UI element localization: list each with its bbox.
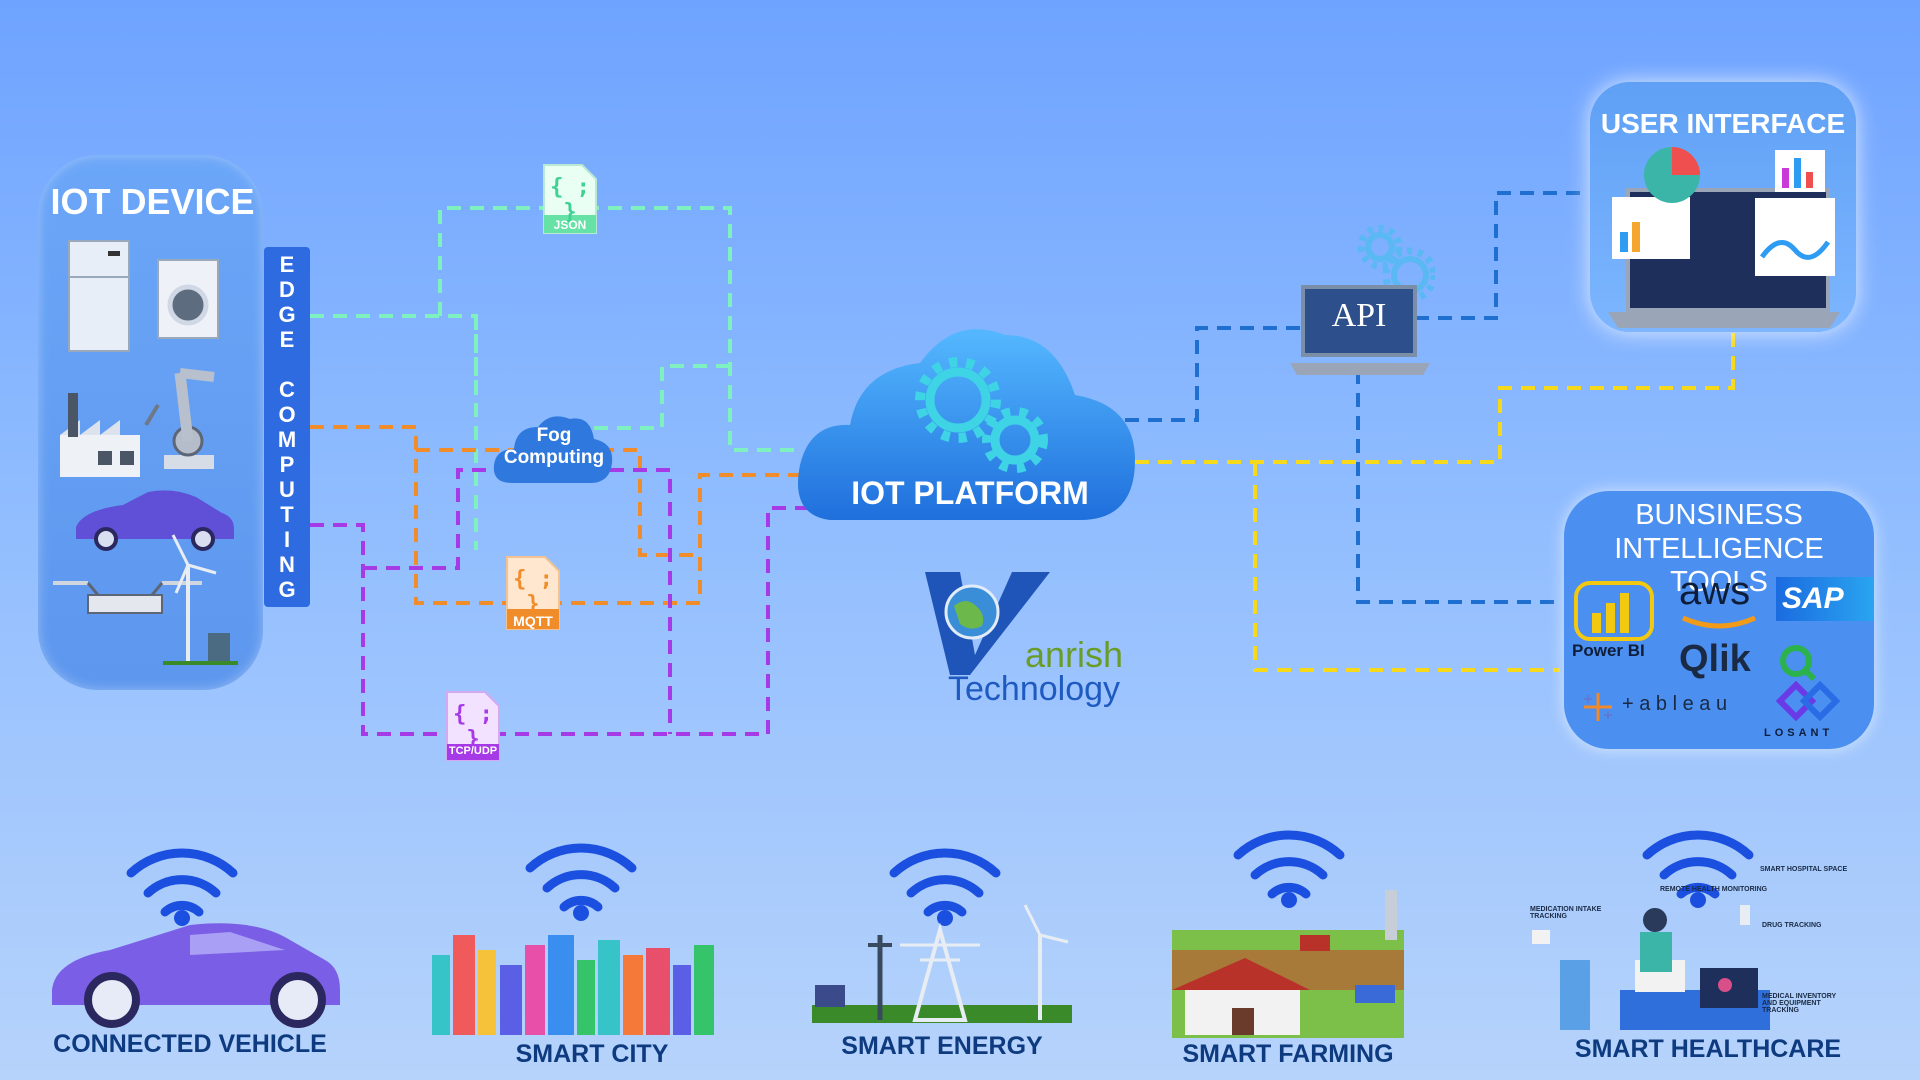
mqtt-label: MQTT bbox=[513, 613, 553, 629]
edge-letter: G bbox=[278, 302, 296, 327]
iot-device-title: IOT DEVICE bbox=[50, 181, 255, 222]
platform-api-line bbox=[1125, 326, 1310, 422]
label-smart-energy: SMART ENERGY bbox=[841, 1032, 1043, 1060]
edge-letter: P bbox=[279, 452, 295, 477]
platform-cloud-icon bbox=[798, 329, 1135, 520]
json-file-icon: { ; } JSON bbox=[542, 163, 598, 240]
api-bi-line bbox=[1356, 370, 1560, 604]
user-interface-title: USER INTERFACE bbox=[1600, 108, 1846, 139]
wifi-icon bbox=[1233, 830, 1345, 899]
tcp-file-icon: { ; } TCP/UDP bbox=[445, 690, 501, 767]
tcp-label: TCP/UDP bbox=[448, 745, 498, 757]
edge-letter: G bbox=[278, 577, 296, 602]
fog-computing-cloud: Fog Computing bbox=[490, 405, 618, 487]
label-smart-healthcare: SMART HEALTHCARE bbox=[1574, 1035, 1842, 1063]
qlik-q-icon bbox=[1780, 645, 1817, 682]
drone-icon bbox=[53, 581, 202, 614]
smart-energy-icon bbox=[812, 904, 1072, 1023]
edge-computing-bar: E D G E C O M P U T I N G bbox=[264, 247, 310, 607]
sap-label: SAP bbox=[1776, 577, 1874, 621]
tcp-glyph: { ; } bbox=[453, 702, 493, 752]
tcp-line bbox=[310, 506, 815, 736]
tableau-label: + a b l e a u bbox=[1622, 693, 1728, 715]
iot-platform-title: IOT PLATFORM bbox=[851, 475, 1089, 511]
connected-vehicle-icon bbox=[52, 923, 340, 1028]
json-label: JSON bbox=[553, 218, 587, 232]
iot-device-panel: IOT DEVICE bbox=[38, 155, 263, 690]
api-label: API bbox=[1331, 297, 1387, 334]
fog-label-2: Computing bbox=[503, 447, 605, 468]
bi-title-2: INTELLIGENCE TOOLS bbox=[1614, 533, 1824, 598]
hc-label-remote: REMOTE HEALTH MONITORING bbox=[1660, 886, 1768, 893]
edge-letter: N bbox=[279, 552, 295, 577]
logo-word-2: Technology bbox=[948, 670, 1121, 708]
device-icons bbox=[53, 240, 238, 665]
edge-letter: I bbox=[283, 527, 291, 552]
powerbi-icon bbox=[1574, 581, 1654, 641]
washing-machine-icon bbox=[157, 259, 219, 339]
json-glyph: { ; } bbox=[550, 175, 590, 225]
wifi-icon bbox=[126, 848, 238, 917]
laptop-icon bbox=[1290, 224, 1438, 375]
dashboard-laptop-icon bbox=[1608, 147, 1840, 328]
hc-label-hospital: SMART HOSPITAL SPACE bbox=[1760, 866, 1848, 873]
qlik-label: Qlik bbox=[1679, 638, 1751, 680]
label-connected-vehicle: CONNECTED VEHICLE bbox=[53, 1030, 327, 1058]
label-smart-farming: SMART FARMING bbox=[1182, 1040, 1394, 1068]
edge-letter: E bbox=[279, 327, 295, 352]
label-smart-city: SMART CITY bbox=[515, 1040, 669, 1068]
cloud-icon bbox=[493, 416, 613, 483]
api-laptop: API bbox=[1285, 224, 1438, 375]
platform-ui-line bbox=[1135, 332, 1735, 464]
platform-bi-line bbox=[1253, 462, 1560, 672]
tcp-line-2 bbox=[363, 468, 672, 734]
wifi-icon bbox=[525, 843, 637, 912]
tableau-icon bbox=[1584, 693, 1612, 721]
iot-platform-cloud: IOT PLATFORM bbox=[790, 315, 1140, 525]
bi-title-1: BUNSINESS bbox=[1635, 499, 1803, 531]
smart-city-icon bbox=[432, 935, 714, 1035]
vanrish-logo: anrish Technology bbox=[920, 570, 1124, 715]
logo-mark bbox=[925, 572, 1050, 675]
powerbi-label: Power BI bbox=[1572, 641, 1645, 660]
hc-label-intake: MEDICATION INTAKE TRACKING bbox=[1530, 906, 1602, 920]
api-ui-line bbox=[1415, 191, 1585, 320]
gear-icon bbox=[925, 367, 1040, 465]
factory-icon bbox=[60, 393, 140, 477]
edge-letter: C bbox=[279, 377, 295, 402]
wifi-icon bbox=[1642, 830, 1754, 899]
bi-tools-panel: BUNSINESS INTELLIGENCE TOOLS Power BI aw… bbox=[1564, 491, 1874, 749]
edge-letter: U bbox=[279, 477, 295, 502]
mqtt-glyph: { ; } bbox=[513, 567, 553, 617]
user-interface-panel: USER INTERFACE bbox=[1590, 82, 1856, 332]
smart-farming-icon bbox=[1172, 890, 1404, 1038]
hc-label-drug: DRUG TRACKING bbox=[1762, 922, 1822, 929]
aws-smile-icon bbox=[1681, 615, 1757, 629]
edge-letter: T bbox=[280, 502, 294, 527]
fridge-icon bbox=[68, 240, 130, 352]
car-icon bbox=[76, 490, 234, 551]
wifi-icon bbox=[889, 848, 1001, 917]
wind-turbine-icon bbox=[163, 534, 238, 665]
robot-arm-icon bbox=[144, 368, 215, 469]
hc-label-inventory: MEDICAL INVENTORY AND EQUIPMENT TRACKING bbox=[1762, 993, 1837, 1014]
json-line-2 bbox=[590, 364, 730, 430]
logo-word-1: anrish bbox=[1025, 634, 1124, 675]
losant-icon bbox=[1775, 681, 1841, 721]
fog-label-1: Fog bbox=[536, 425, 572, 446]
mqtt-file-icon: { ; } MQTT bbox=[505, 555, 561, 636]
edge-letter: D bbox=[279, 277, 295, 302]
edge-letter: E bbox=[279, 252, 295, 277]
aws-label: aws bbox=[1679, 569, 1751, 613]
edge-letter: O bbox=[278, 402, 296, 427]
losant-label: LOSANT bbox=[1764, 727, 1834, 739]
edge-letter: M bbox=[277, 427, 297, 452]
smart-healthcare-icon bbox=[1532, 905, 1770, 1030]
